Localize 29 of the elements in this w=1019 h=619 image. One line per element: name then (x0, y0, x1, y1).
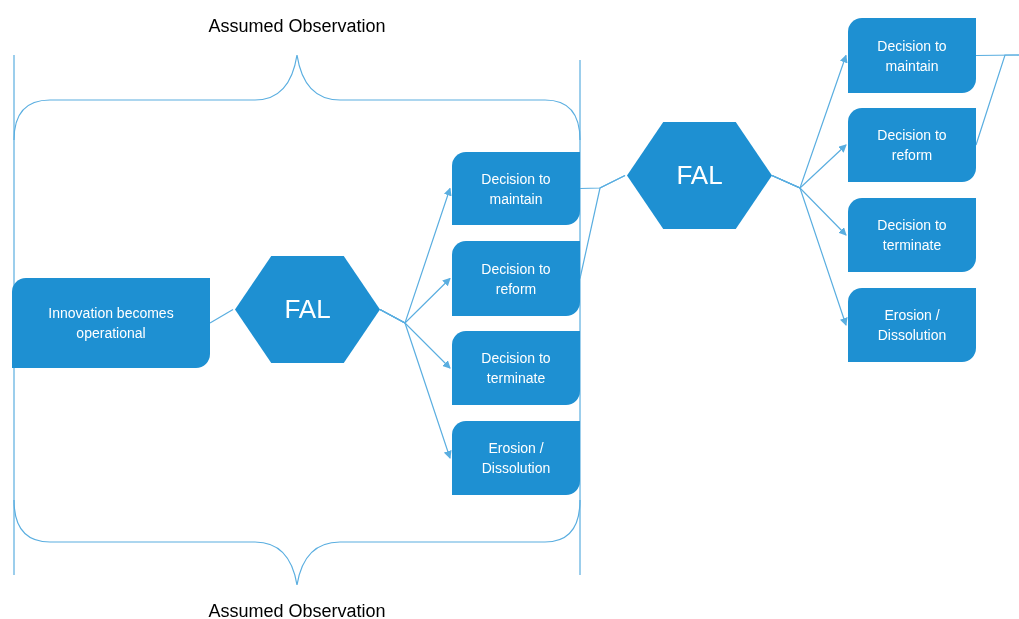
process-box (848, 108, 976, 182)
process-box (848, 198, 976, 272)
connector-line (975, 54, 1019, 146)
node-label: FAL (284, 293, 331, 326)
node-text: Erosion / Dissolution (876, 306, 948, 345)
process-box (12, 278, 210, 368)
connector-line (209, 308, 234, 324)
node-text: Innovation becomes operational (47, 304, 175, 343)
hexagon (235, 256, 380, 363)
node-text: Decision to maintain (480, 169, 552, 209)
node-text: Decision to terminate (480, 349, 552, 388)
node-text: Erosion / Dissolution (480, 439, 552, 478)
connector-line (579, 174, 626, 280)
process-box (848, 18, 976, 93)
node-label: FAL (676, 159, 723, 192)
process-box (452, 152, 580, 225)
process-box (452, 421, 580, 495)
process-box (848, 288, 976, 362)
node-text: Decision to reform (480, 259, 552, 299)
process-box (452, 241, 580, 316)
process-box (452, 331, 580, 405)
arrow (771, 174, 848, 326)
brace-label: Assumed Observation (208, 600, 386, 619)
hexagon (627, 122, 772, 229)
arrow (379, 308, 452, 459)
node-text: Decision to terminate (876, 216, 948, 255)
node-text: Decision to maintain (876, 36, 948, 76)
node-text: Decision to reform (876, 126, 948, 165)
brace-label: Assumed Observation (208, 15, 386, 38)
